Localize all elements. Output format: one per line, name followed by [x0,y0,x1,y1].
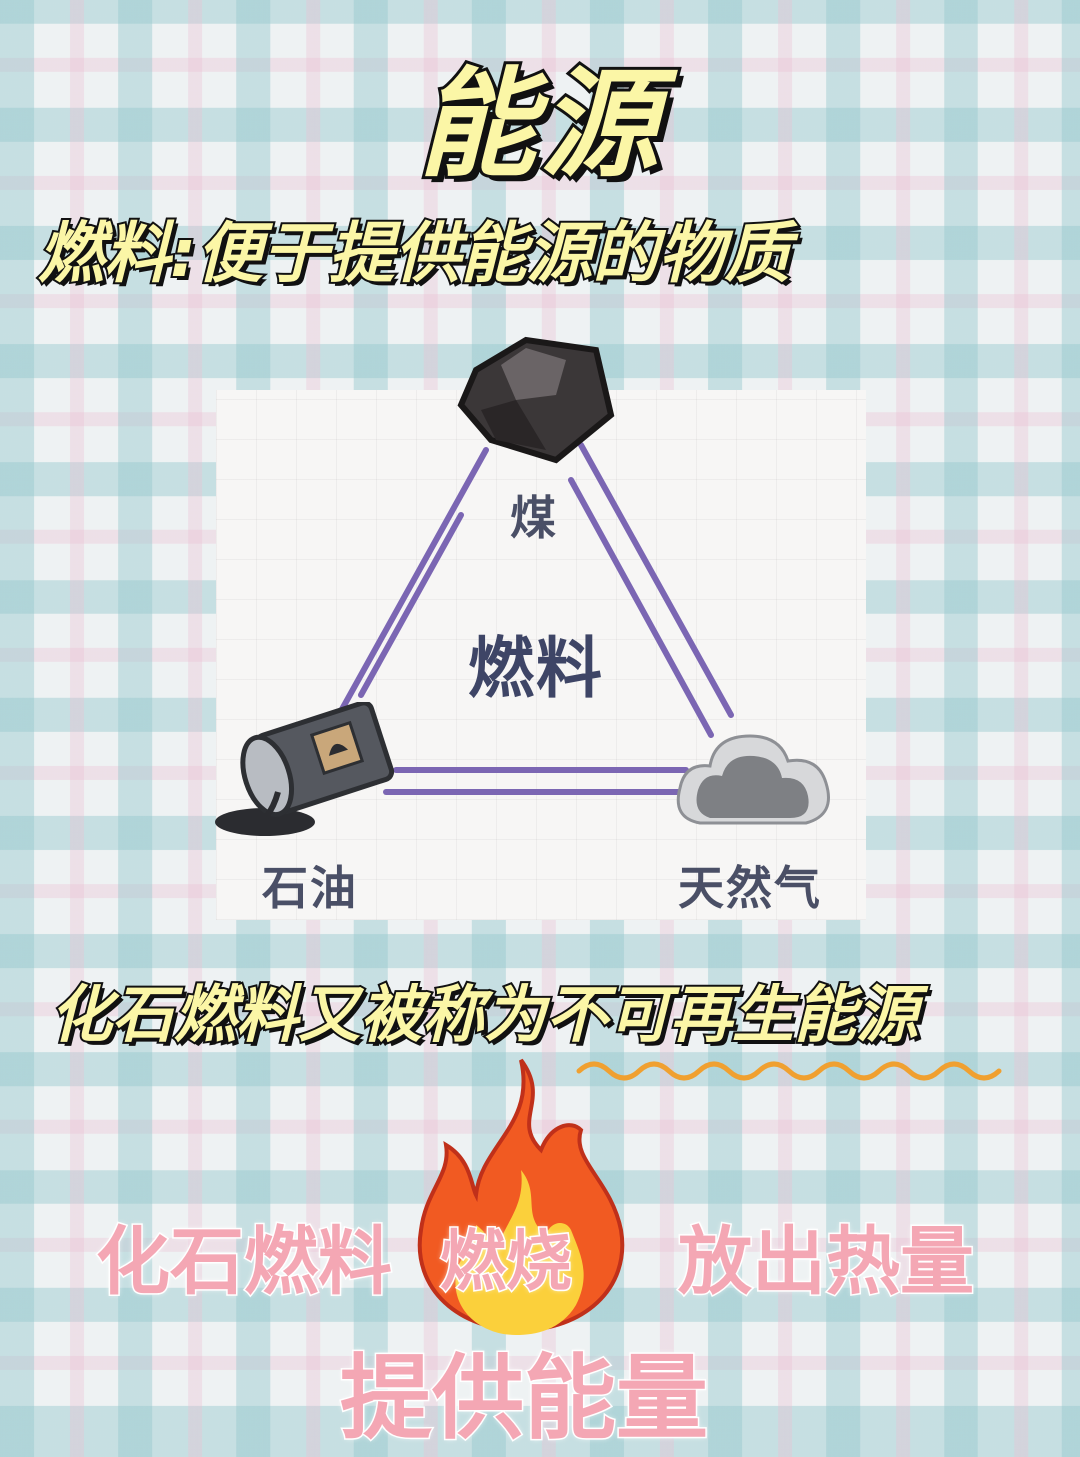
gas-label: 天然气 [678,861,822,915]
process-combustion: 燃烧 [439,1222,574,1302]
fuel-diagram: 煤 燃料 石油 天然气 [215,336,866,920]
process-fossil-fuel: 化石燃料 [95,1218,394,1307]
non-renewable-statement: 化石燃料又被称为不可再生能源 [48,976,920,1053]
oil-barrel-icon [215,702,395,836]
process-provide-energy: 提供能量 [338,1344,709,1454]
gas-cloud-icon [676,734,830,825]
process-release-heat: 放出热量 [677,1218,976,1307]
coal-label: 煤 [510,491,558,545]
fuel-definition: 燃料:便于提供能源的物质 [36,213,792,294]
coal-icon [457,336,615,464]
fuel-center-label: 燃料 [468,630,604,707]
wavy-underline [576,1061,1002,1081]
fire-icon [417,1058,625,1335]
oil-label: 石油 [262,861,358,915]
page-title: 能源 [415,52,662,196]
triangle-lines [333,442,734,795]
